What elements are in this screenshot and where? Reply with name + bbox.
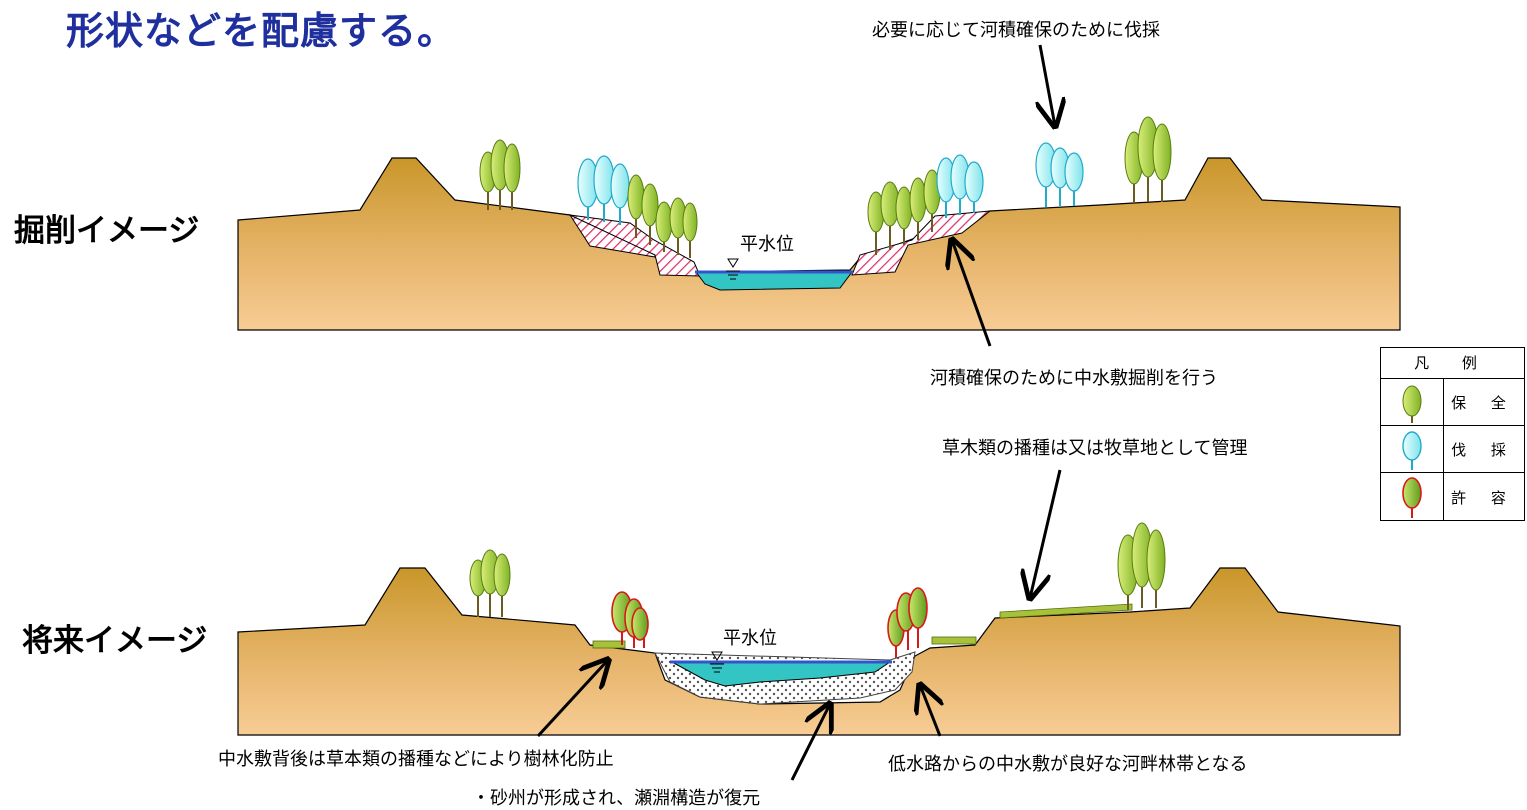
tree-conserve-icon <box>627 174 698 258</box>
top-water <box>695 271 853 291</box>
tree-conserve-icon <box>479 139 521 210</box>
top-excavation-left <box>568 213 701 277</box>
water-level-label-bottom: 平水位 <box>723 628 777 649</box>
section-label-future: 将来イメージ <box>22 623 208 659</box>
tree-conserve-icon <box>1117 522 1166 610</box>
legend-icon-cell <box>1381 473 1444 521</box>
legend: 凡 例 保 全 伐 採 許 容 <box>1380 347 1525 521</box>
water-level-label-top: 平水位 <box>740 234 794 255</box>
tree-conserve-icon <box>469 549 511 617</box>
tree-fell-icon <box>577 155 630 225</box>
top-ground <box>237 157 1401 331</box>
annotation-sandbar: ・砂州が形成され、瀬淵構造が復元 <box>472 788 761 809</box>
tree-fell-icon <box>1402 431 1422 470</box>
bottom-water-level-marker <box>710 651 724 673</box>
annotation-prevent-forest: 中水敷背後は草本類の播種などにより樹林化防止 <box>218 749 614 770</box>
bottom-cross-section <box>237 567 1401 736</box>
arrow-prevent <box>536 660 608 738</box>
legend-icon-cell <box>1381 426 1444 473</box>
bottom-grass-right <box>999 603 1133 619</box>
tree-conserve-icon <box>1402 385 1422 423</box>
arrow-sowing <box>1030 469 1062 598</box>
legend-header: 凡 例 <box>1414 354 1491 372</box>
legend-row-allow: 許 容 <box>1381 472 1524 521</box>
tree-fell-icon <box>936 142 1084 218</box>
arrow-excavation <box>952 240 992 347</box>
top-excavation-right <box>851 210 992 276</box>
arrow-felling <box>1040 44 1055 126</box>
legend-row-fell: 伐 採 <box>1381 425 1524 473</box>
legend-label: 許 容 <box>1451 488 1516 507</box>
arrow-riparian <box>920 685 940 737</box>
section-label-excavation: 掘削イメージ <box>14 213 200 249</box>
tree-conserve-icon <box>1124 116 1172 203</box>
legend-row-conserve: 保 全 <box>1381 378 1524 426</box>
tree-allow-icon <box>1402 477 1422 518</box>
legend-label: 伐 採 <box>1451 441 1516 459</box>
bottom-grass-mid <box>931 636 977 645</box>
annotation-excavation: 河積確保のために中水敷掘削を行う <box>930 368 1218 389</box>
bottom-ground <box>237 567 1401 736</box>
legend-label: 保 全 <box>1451 394 1516 412</box>
annotation-arrows <box>536 44 1062 781</box>
top-trees <box>479 116 1172 258</box>
bottom-grass-left <box>592 640 626 649</box>
bottom-trees <box>469 522 1166 658</box>
bottom-water <box>671 661 892 687</box>
arrow-sandbar <box>790 704 830 781</box>
page-title: 形状などを配慮する。 <box>66 9 457 53</box>
legend-icon-cell <box>1381 379 1444 426</box>
annotation-sowing: 草木類の播種は又は牧草地として管理 <box>942 438 1248 459</box>
tree-conserve-icon <box>867 169 941 255</box>
top-water-level-marker <box>726 258 740 280</box>
annotation-riparian: 低水路からの中水敷が良好な河畔林帯となる <box>888 754 1248 775</box>
annotation-felling: 必要に応じて河積確保のために伐採 <box>872 20 1160 41</box>
top-cross-section <box>237 157 1401 331</box>
tree-allow-icon <box>611 587 928 658</box>
